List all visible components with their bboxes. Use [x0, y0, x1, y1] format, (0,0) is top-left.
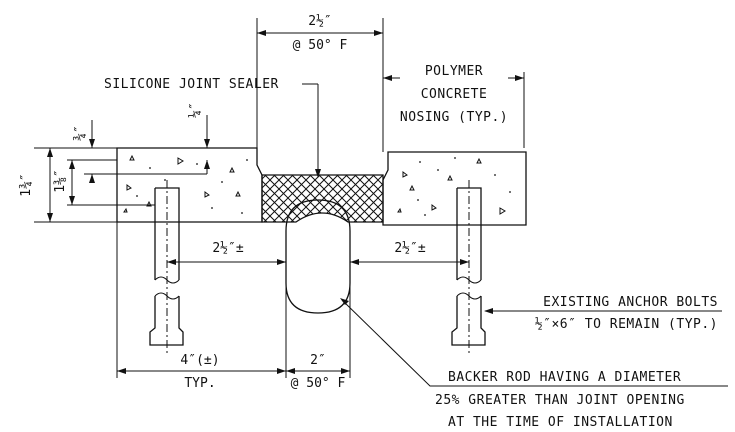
left-depth-dimensions — [34, 115, 210, 223]
dim-bottom-center-value: 2″ — [310, 353, 326, 368]
dim-top-depth: ¾″ — [73, 125, 88, 141]
silicone-label: SILICONE JOINT SEALER — [104, 77, 279, 92]
top-dim-value: 2½″ — [308, 14, 331, 29]
bolt-to-joint-dimensions — [167, 259, 469, 265]
dim-quarter: ¼″ — [188, 102, 203, 118]
dim-bottom-left-value: 4″(±) — [180, 353, 219, 368]
right-anchor-bolt — [451, 180, 486, 354]
right-concrete-nosing — [382, 151, 527, 226]
dim-bottom-center-note: @ 50° F — [291, 376, 346, 391]
bottom-dimensions — [116, 222, 351, 378]
anchor-label-leader — [484, 308, 722, 314]
dim-right-bolt: 2½″± — [394, 241, 425, 256]
top-dim-note: @ 50° F — [293, 38, 348, 53]
backer-label-leader — [340, 298, 728, 387]
dim-mid-depth: 1⅜″ — [53, 169, 68, 192]
top-joint-dimension — [256, 18, 384, 152]
nosing-label-line3: NOSING (TYP.) — [400, 110, 508, 125]
dim-left-bolt: 2½″± — [212, 241, 243, 256]
backer-label-line3: AT THE TIME OF INSTALLATION — [448, 415, 673, 430]
backer-label-line2: 25% GREATER THAN JOINT OPENING — [435, 393, 685, 408]
backer-label-line1: BACKER ROD HAVING A DIAMETER — [448, 370, 681, 385]
left-anchor-bolt — [149, 180, 184, 354]
dim-total-depth: 1¾″ — [19, 173, 34, 196]
anchor-label-line2: ½″×6″ TO REMAIN (TYP.) — [535, 317, 718, 332]
silicone-sealer-fill — [261, 174, 384, 223]
left-concrete-nosing — [116, 147, 263, 223]
dim-bottom-left-note: TYP. — [184, 376, 215, 391]
anchor-label-line1: EXISTING ANCHOR BOLTS — [543, 295, 718, 310]
nosing-label-line2: CONCRETE — [421, 87, 488, 102]
silicone-leader — [302, 83, 321, 178]
nosing-label-line1: POLYMER — [425, 64, 483, 79]
nosing-label-bracket — [383, 72, 525, 148]
